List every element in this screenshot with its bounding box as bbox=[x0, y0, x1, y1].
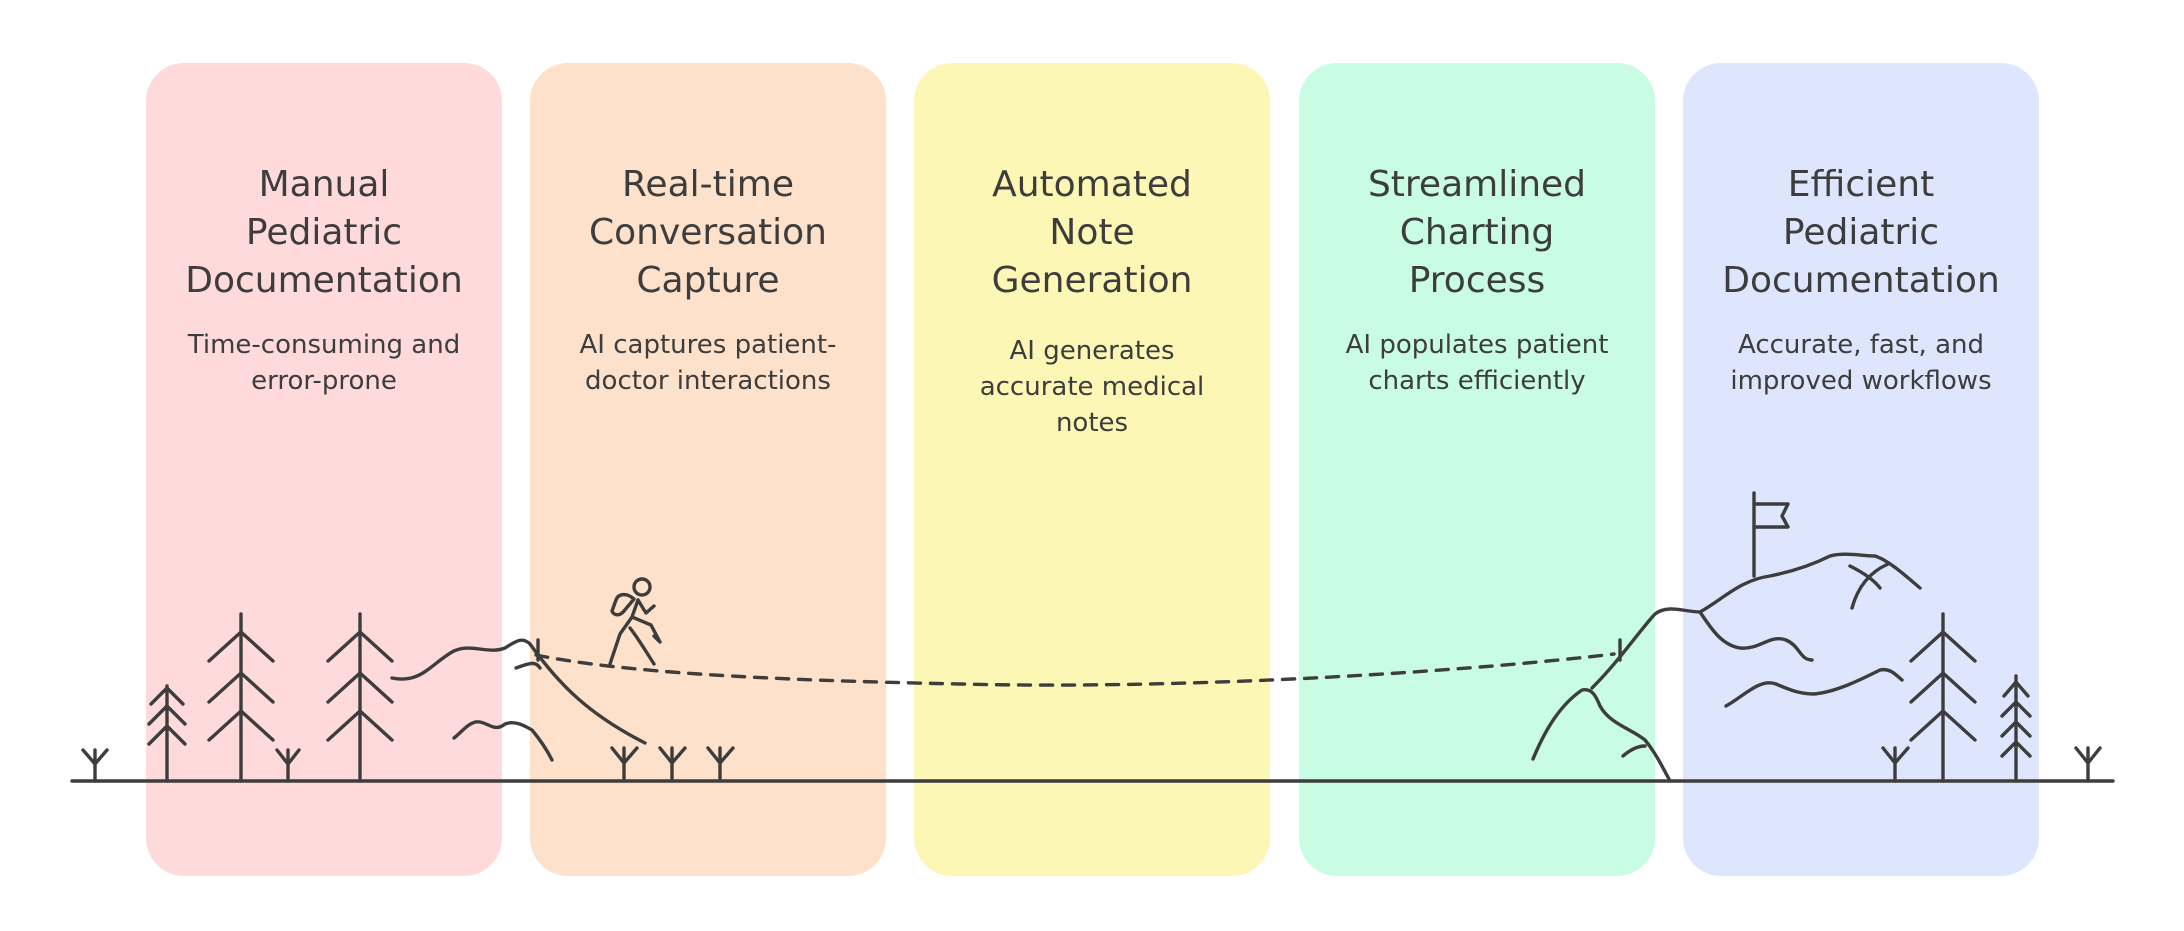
step-5-description: Accurate, fast, and improved workflows bbox=[1730, 330, 1992, 396]
grass-tuft-icon bbox=[81, 748, 109, 783]
step-4-title: Streamlined Charting Process bbox=[1367, 164, 1587, 301]
step-column-1: Manual Pediatric Documentation Time-cons… bbox=[146, 63, 502, 876]
step-5-title: Efficient Pediatric Documentation bbox=[1722, 164, 2000, 301]
step-3-title: Automated Note Generation bbox=[991, 164, 1193, 301]
step-column-5: Efficient Pediatric Documentation Accura… bbox=[1683, 63, 2039, 876]
step-1-title: Manual Pediatric Documentation bbox=[185, 164, 463, 301]
step-column-2: Real-time Conversation Capture AI captur… bbox=[530, 63, 886, 876]
step-2-description: AI captures patient- doctor interactions bbox=[579, 330, 837, 396]
grass-tuft-icon bbox=[2074, 746, 2102, 783]
step-1-description: Time-consuming and error-prone bbox=[187, 330, 461, 396]
step-column-4: Streamlined Charting Process AI populate… bbox=[1299, 63, 1655, 876]
step-4-description: AI populates patient charts efficiently bbox=[1345, 330, 1609, 396]
step-3-description: AI generates accurate medical notes bbox=[979, 336, 1205, 438]
step-2-title: Real-time Conversation Capture bbox=[588, 164, 827, 301]
step-column-3: Automated Note Generation AI generates a… bbox=[914, 63, 1270, 876]
